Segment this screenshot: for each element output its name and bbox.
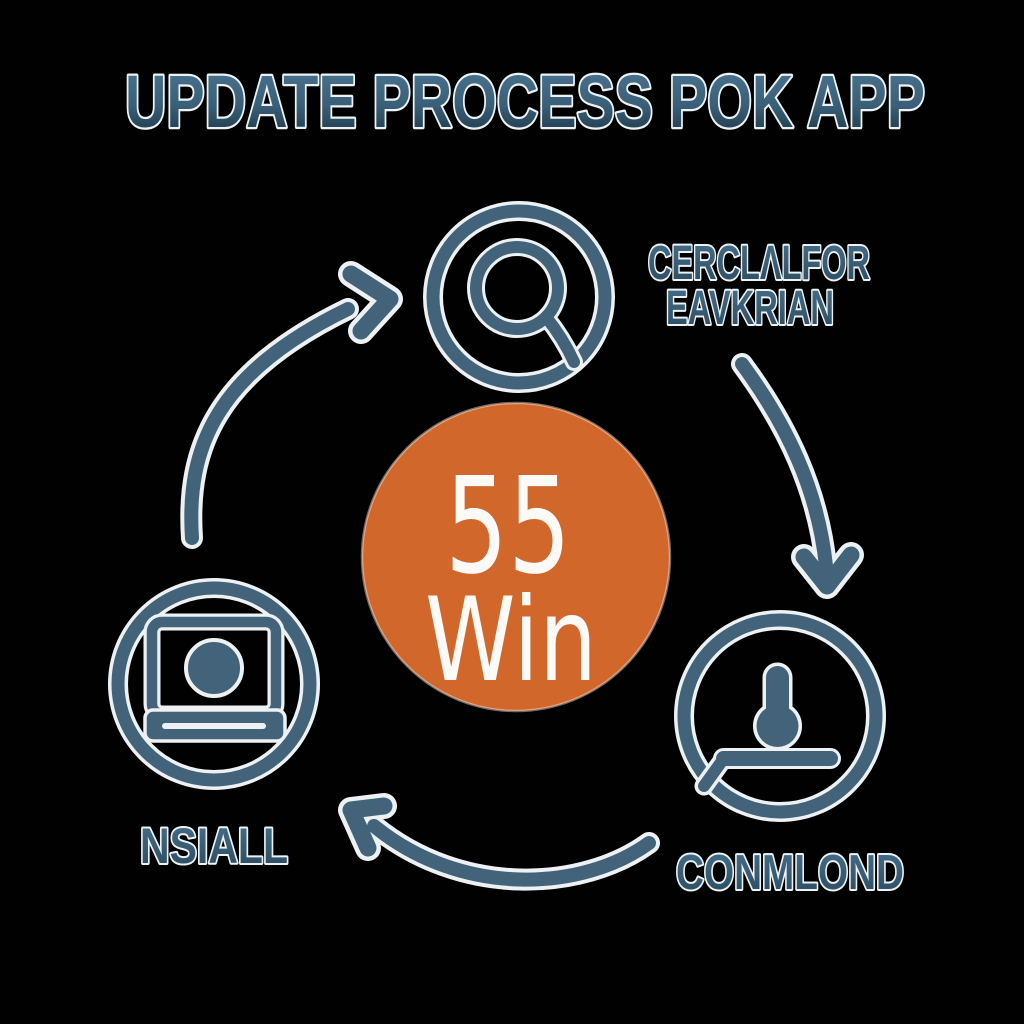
laptop-icon: [108, 578, 320, 790]
arrow-search-to-measure: [731, 353, 864, 599]
step-install: [108, 578, 320, 790]
center-badge: 55 Win: [360, 401, 672, 713]
step-search-label-line1: CERCLΛLFOR: [648, 237, 870, 290]
center-badge-value: 55: [445, 450, 571, 604]
arrow-measure-to-install: [338, 793, 660, 891]
arrow-install-to-search: [180, 261, 403, 549]
step-measure: [674, 610, 886, 822]
step-measure-label: CONMLOND: [676, 846, 904, 900]
step-search: [423, 201, 615, 393]
center-badge-label: Win: [425, 573, 597, 708]
step-install-label: NSIALL: [140, 818, 288, 874]
center-badge-circle: [360, 401, 672, 713]
gauge-icon: [674, 610, 886, 822]
step-search-label: CERCLΛLFOR EAVKRIAN: [646, 235, 872, 337]
step-search-label-line2: EAVKRIAN: [666, 282, 834, 335]
magnifier-icon: [423, 201, 615, 393]
page-title: UPDATE PROCESS POK APP: [125, 60, 925, 143]
